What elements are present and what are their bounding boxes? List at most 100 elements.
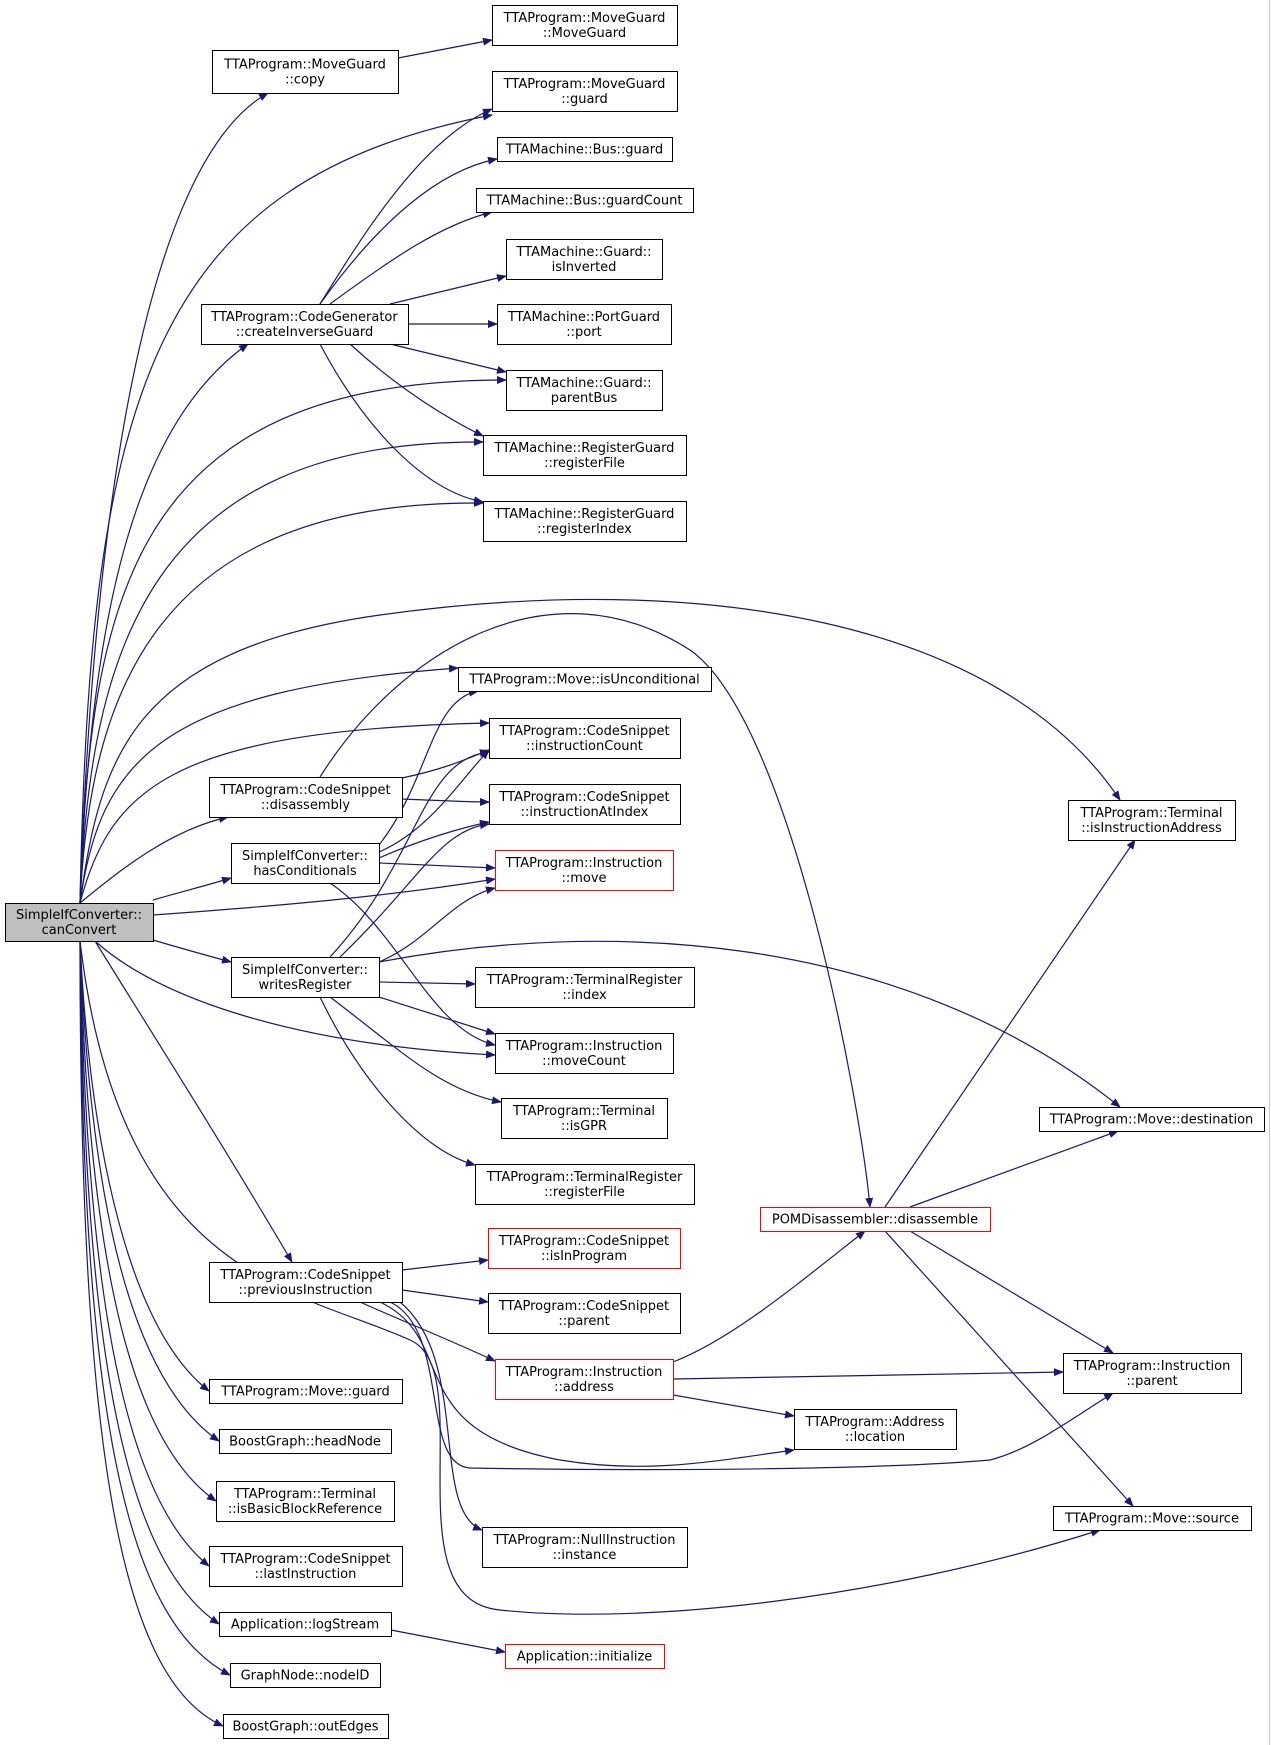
node-label-line: TTAProgram::TerminalRegister [486, 1170, 683, 1185]
node-ni_inst[interactable]: TTAProgram::NullInstruction::instance [482, 1527, 688, 1568]
node-pom_dis[interactable]: POMDisassembler::disassemble [760, 1207, 991, 1232]
node-mg_ctor[interactable]: TTAProgram::MoveGuard::MoveGuard [492, 5, 678, 46]
node-box [475, 967, 695, 1008]
node-mg_copy[interactable]: TTAProgram::MoveGuard::copy [212, 50, 399, 94]
node-mg_guard[interactable]: TTAProgram::MoveGuard::guard [492, 71, 678, 112]
node-box [794, 1409, 957, 1450]
edge-root-to-term_iia [79, 598, 1121, 904]
node-label-line: BoostGraph::outEdges [232, 1720, 378, 1735]
node-tr_index[interactable]: TTAProgram::TerminalRegister::index [475, 967, 695, 1008]
node-label-line: ::location [845, 1430, 905, 1445]
node-bg_out[interactable]: BoostGraph::outEdges [223, 1714, 389, 1739]
node-label-line: TTAProgram::CodeGenerator [210, 310, 398, 325]
node-ins_parent[interactable]: TTAProgram::Instruction::parent [1063, 1353, 1242, 1394]
node-label-line: TTAProgram::CodeSnippet [219, 1268, 390, 1283]
edge-cs_prev-to-ni_inst [399, 1301, 483, 1531]
edge-pom_dis-to-term_iia [884, 839, 1136, 1208]
node-cs_prev[interactable]: TTAProgram::CodeSnippet::previousInstruc… [209, 1262, 403, 1303]
node-label-line: ::address [554, 1380, 614, 1395]
node-cs_inprog[interactable]: TTAProgram::CodeSnippet::isInProgram [488, 1228, 681, 1269]
node-label-line: TTAMachine::PortGuard [507, 310, 660, 325]
node-label-line: TTAMachine::Guard:: [515, 245, 651, 260]
node-cg[interactable]: TTAProgram::CodeGenerator::createInverse… [201, 304, 409, 345]
node-root[interactable]: SimpleIfConverter::canConvert [5, 903, 154, 942]
node-sic_wr[interactable]: SimpleIfConverter::writesRegister [231, 957, 380, 998]
node-label-line: SimpleIfConverter:: [242, 963, 368, 978]
node-label-line: TTAProgram::Move::destination [1049, 1113, 1254, 1128]
edge-cg-to-mg_guard [319, 108, 493, 305]
edge-root-to-cg [79, 343, 249, 904]
edge-cs_prev-to-cs_inprog [401, 1257, 489, 1271]
node-cs_iat[interactable]: TTAProgram::CodeSnippet::instructionAtIn… [489, 784, 681, 825]
node-label-line: ::instructionCount [526, 739, 643, 754]
edge-root-to-sic_wr [152, 939, 232, 964]
node-term_ibbr[interactable]: TTAProgram::Terminal::isBasicBlockRefere… [216, 1481, 395, 1522]
node-label-line: TTAProgram::CodeSnippet [498, 724, 669, 739]
node-box [216, 1481, 395, 1522]
node-mv_src[interactable]: TTAProgram::Move::source [1053, 1506, 1252, 1531]
node-label-line: ::registerFile [544, 456, 625, 471]
node-label-line: POMDisassembler::disassemble [772, 1213, 978, 1228]
node-g_inv[interactable]: TTAMachine::Guard::isInverted [506, 239, 663, 280]
node-box [492, 71, 678, 112]
node-box [489, 784, 681, 825]
node-ins_mc[interactable]: TTAProgram::Instruction::moveCount [495, 1033, 674, 1074]
node-mv_guard[interactable]: TTAProgram::Move::guard [209, 1379, 403, 1404]
edge-sic_hc-to-cs_icount [378, 749, 490, 853]
node-bus_gc[interactable]: TTAMachine::Bus::guardCount [476, 188, 694, 213]
node-label-line: Application::logStream [231, 1618, 379, 1633]
node-ins_addr[interactable]: TTAProgram::Instruction::address [495, 1359, 674, 1400]
node-label-line: ::isBasicBlockReference [228, 1502, 382, 1517]
node-label-line: SimpleIfConverter:: [242, 849, 368, 864]
node-label-line: ::isGPR [561, 1119, 607, 1134]
node-label-line: TTAMachine::RegisterGuard [494, 441, 675, 456]
node-box [497, 137, 673, 162]
edge-pom_dis-to-ins_parent [909, 1230, 1114, 1354]
edge-cg-to-bus_guard [319, 156, 498, 305]
node-app_log[interactable]: Application::logStream [219, 1612, 392, 1637]
node-term_gpr[interactable]: TTAProgram::Terminal::isGPR [501, 1098, 668, 1139]
node-cs_parent[interactable]: TTAProgram::CodeSnippet::parent [488, 1293, 681, 1334]
node-label-line: Application::initialize [517, 1650, 653, 1665]
node-box [495, 850, 674, 891]
node-addr_loc[interactable]: TTAProgram::Address::location [794, 1409, 957, 1450]
node-label-line: TTAProgram::Terminal [512, 1104, 655, 1119]
node-label-line: TTAProgram::Terminal [233, 1487, 376, 1502]
node-box [1053, 1506, 1252, 1531]
node-cs_last[interactable]: TTAProgram::CodeSnippet::lastInstruction [209, 1546, 403, 1587]
node-g_pbus[interactable]: TTAMachine::Guard::parentBus [506, 370, 663, 411]
edge-root-to-mg_guard [79, 112, 493, 904]
edge-cg-to-rg_rf [349, 343, 484, 437]
node-term_iia[interactable]: TTAProgram::Terminal::isInstructionAddre… [1068, 800, 1236, 841]
edge-root-to-rg_ri [79, 498, 484, 904]
node-app_init[interactable]: Application::initialize [505, 1644, 665, 1669]
node-pg_port[interactable]: TTAMachine::PortGuard::port [497, 304, 672, 345]
edge-sic_hc-to-mv_uncond [378, 688, 479, 846]
node-box [212, 50, 399, 94]
node-rg_ri[interactable]: TTAMachine::RegisterGuard::registerIndex [483, 501, 687, 542]
node-label-line: ::instance [553, 1548, 617, 1563]
edge-cs_dis-to-pom_dis [319, 613, 874, 1208]
edge-root-to-g_pbus [79, 376, 507, 904]
edge-ins_addr-to-pom_dis [672, 1230, 866, 1363]
node-label-line: ::instructionAtIndex [521, 805, 649, 820]
node-bus_guard[interactable]: TTAMachine::Bus::guard [497, 137, 673, 162]
node-label-line: TTAProgram::Move::guard [220, 1385, 390, 1400]
node-mv_dest[interactable]: TTAProgram::Move::destination [1039, 1107, 1265, 1132]
node-bg_head[interactable]: BoostGraph::headNode [219, 1429, 392, 1454]
node-cs_dis[interactable]: TTAProgram::CodeSnippet::disassembly [209, 777, 403, 818]
node-sic_hc[interactable]: SimpleIfConverter::hasConditionals [231, 843, 380, 884]
node-mv_uncond[interactable]: TTAProgram::Move::isUnconditional [458, 667, 712, 692]
node-rg_rf[interactable]: TTAMachine::RegisterGuard::registerFile [483, 435, 687, 476]
node-box [482, 1527, 688, 1568]
edge-cg-to-g_pbus [389, 343, 507, 374]
node-ins_move[interactable]: TTAProgram::Instruction::move [495, 850, 674, 891]
edge-root-to-bg_head [79, 940, 220, 1442]
edge-ins_addr-to-addr_loc [672, 1394, 795, 1419]
edge-pom_dis-to-mv_dest [909, 1130, 1119, 1208]
node-cs_icount[interactable]: TTAProgram::CodeSnippet::instructionCoun… [489, 718, 681, 759]
node-label-line: TTAProgram::CodeSnippet [219, 783, 390, 798]
node-tr_rf[interactable]: TTAProgram::TerminalRegister::registerFi… [475, 1164, 695, 1205]
edge-cs_prev-to-ins_addr [359, 1301, 496, 1362]
node-gn_id[interactable]: GraphNode::nodeID [230, 1663, 381, 1688]
